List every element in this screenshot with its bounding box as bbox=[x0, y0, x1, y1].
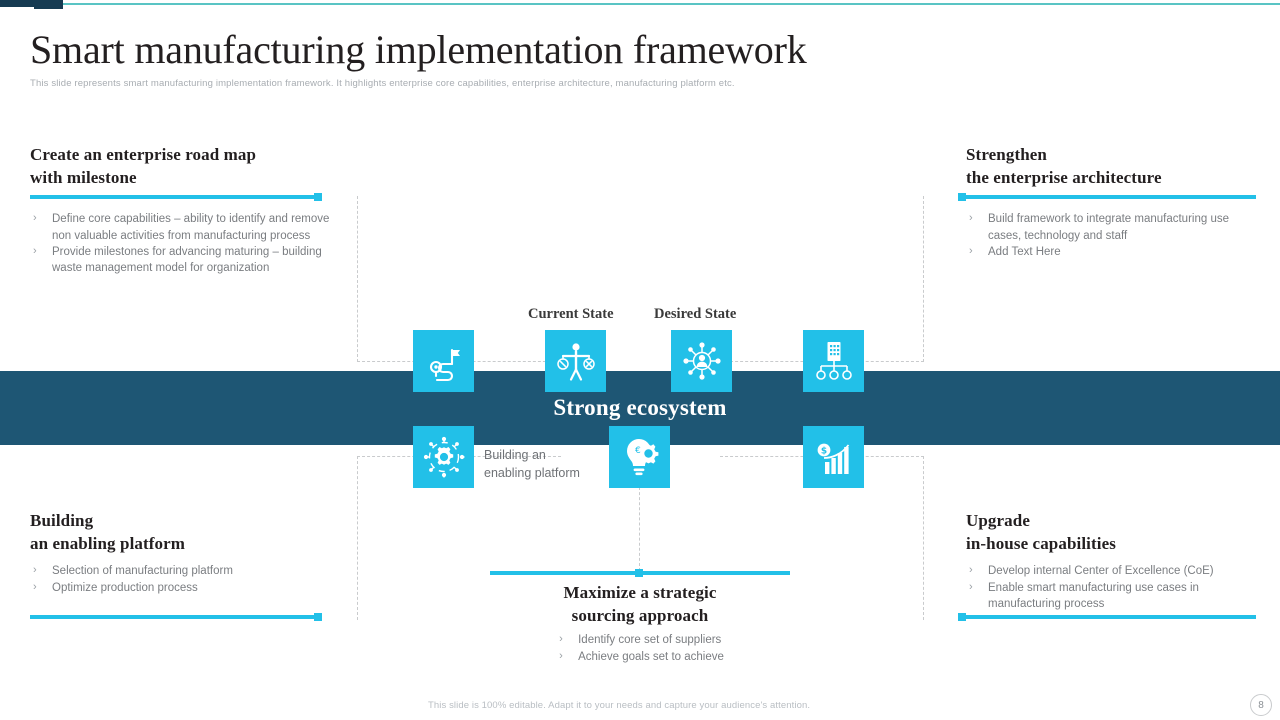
label-desired-state: Desired State bbox=[654, 306, 737, 322]
gear-network-icon[interactable] bbox=[413, 426, 474, 488]
accent-bar-top-right bbox=[962, 195, 1256, 199]
top-rule-navy-left bbox=[0, 0, 63, 7]
block-upgrade-in-house-capabilities: Upgrade in-house capabilities › Develop i… bbox=[966, 510, 1258, 612]
list-item: › Optimize production process bbox=[30, 580, 330, 596]
platform-note: Building an enabling platform bbox=[484, 447, 580, 483]
block-heading: Maximize a strategic sourcing approach bbox=[490, 582, 790, 627]
chevron-right-icon: › bbox=[33, 212, 37, 225]
balance-scale-person-icon[interactable] bbox=[545, 330, 606, 392]
top-rule-navy-accent bbox=[34, 0, 63, 9]
list-item-text: Achieve goals set to achieve bbox=[578, 650, 724, 663]
accent-node-bottom-center bbox=[635, 569, 643, 577]
heading-line-2: with milestone bbox=[30, 167, 137, 187]
org-building-icon[interactable] bbox=[803, 330, 864, 392]
block-building-enabling-platform: Building an enabling platform › Selection… bbox=[30, 510, 330, 596]
lightbulb-gear-icon[interactable]: € bbox=[609, 426, 670, 488]
growth-chart-dollar-icon[interactable]: $ bbox=[803, 426, 864, 488]
bullet-list: › Build framework to integrate manufactur… bbox=[966, 211, 1256, 260]
list-item: › Add Text Here bbox=[966, 244, 1256, 260]
list-item-text: Add Text Here bbox=[988, 245, 1061, 258]
list-item: › Develop internal Center of Excellence (… bbox=[966, 563, 1258, 579]
chevron-right-icon: › bbox=[969, 564, 973, 577]
block-heading: Building an enabling platform bbox=[30, 510, 330, 555]
heading-line-2: an enabling platform bbox=[30, 533, 186, 553]
list-item-text: Identify core set of suppliers bbox=[578, 634, 722, 647]
block-create-enterprise-road-map: Create an enterprise road map with miles… bbox=[30, 144, 330, 277]
list-item: › Achieve goals set to achieve bbox=[556, 649, 724, 665]
accent-node-bottom-right bbox=[958, 613, 966, 621]
platform-note-line1: Building an bbox=[484, 448, 546, 462]
chevron-right-icon: › bbox=[969, 244, 973, 257]
list-item: › Enable smart manufacturing use cases in… bbox=[966, 580, 1258, 613]
bullet-list: › Selection of manufacturing platform › Op… bbox=[30, 563, 330, 596]
chevron-right-icon: › bbox=[559, 649, 563, 662]
list-item-text: Enable smart manufacturing use cases in … bbox=[988, 581, 1199, 610]
chevron-right-icon: › bbox=[969, 212, 973, 225]
block-heading: Upgrade in-house capabilities bbox=[966, 510, 1258, 555]
heading-line-2: the enterprise architecture bbox=[966, 167, 1162, 187]
list-item: › Identify core set of suppliers bbox=[556, 632, 724, 648]
connector-center-vertical bbox=[639, 487, 640, 571]
accent-bar-top-left bbox=[30, 195, 320, 199]
page-number-badge: 8 bbox=[1250, 694, 1272, 716]
heading-line-1: Strengthen bbox=[966, 145, 1047, 164]
accent-node-bottom-left bbox=[314, 613, 322, 621]
chevron-right-icon: › bbox=[33, 564, 37, 577]
chevron-right-icon: › bbox=[559, 633, 563, 646]
list-item-text: Selection of manufacturing platform bbox=[52, 565, 233, 578]
block-strengthen-enterprise-architecture: Strengthen the enterprise architecture ›… bbox=[966, 144, 1256, 260]
svg-text:$: $ bbox=[820, 447, 826, 457]
bullet-list: › Identify core set of suppliers › Achieve… bbox=[556, 632, 724, 665]
heading-line-1: Building bbox=[30, 511, 94, 530]
list-item-text: Develop internal Center of Excellence (C… bbox=[988, 565, 1214, 578]
heading-line-2: sourcing approach bbox=[571, 605, 709, 625]
heading-line-1: Upgrade bbox=[966, 511, 1030, 530]
heading-line-1: Create an enterprise road map bbox=[30, 145, 257, 164]
block-heading: Strengthen the enterprise architecture bbox=[966, 144, 1256, 189]
list-item-text: Define core capabilities – ability to id… bbox=[52, 213, 330, 242]
top-rule-teal bbox=[0, 3, 1280, 5]
accent-bar-bottom-right bbox=[962, 615, 1256, 619]
chevron-right-icon: › bbox=[33, 580, 37, 593]
list-item: › Provide milestones for advancing maturi… bbox=[30, 244, 330, 277]
heading-line-2: in-house capabilities bbox=[966, 533, 1116, 553]
list-item: › Build framework to integrate manufactur… bbox=[966, 211, 1256, 244]
chevron-right-icon: › bbox=[969, 580, 973, 593]
svg-text:€: € bbox=[635, 446, 641, 456]
list-item-text: Optimize production process bbox=[52, 581, 198, 594]
list-item-text: Provide milestones for advancing maturin… bbox=[52, 245, 322, 275]
list-item: › Selection of manufacturing platform bbox=[30, 563, 330, 579]
label-current-state: Current State bbox=[528, 306, 614, 322]
platform-note-line2: enabling platform bbox=[484, 465, 580, 480]
list-item: › Define core capabilities – ability to i… bbox=[30, 211, 330, 244]
footer-note: This slide is 100% editable. Adapt it to… bbox=[428, 700, 811, 711]
heading-line-1: Maximize a strategic bbox=[563, 583, 717, 602]
accent-bar-bottom-left bbox=[30, 615, 320, 619]
page-title: Smart manufacturing implementation frame… bbox=[30, 27, 807, 72]
block-heading: Create an enterprise road map with miles… bbox=[30, 144, 330, 189]
list-item-text: Build framework to integrate manufacturi… bbox=[988, 213, 1229, 242]
bullet-list: › Develop internal Center of Excellence (… bbox=[966, 563, 1258, 612]
chevron-right-icon: › bbox=[33, 244, 37, 257]
block-maximize-strategic-sourcing: Maximize a strategic sourcing approach ›… bbox=[490, 582, 790, 665]
page-subtitle: This slide represents smart manufacturin… bbox=[30, 78, 735, 89]
accent-node-top-left bbox=[314, 193, 322, 201]
ecosystem-banner-label: Strong ecosystem bbox=[553, 395, 727, 420]
network-person-icon[interactable] bbox=[671, 330, 732, 392]
roadmap-flag-icon[interactable] bbox=[413, 330, 474, 392]
accent-node-top-right bbox=[958, 193, 966, 201]
bullet-list: › Define core capabilities – ability to i… bbox=[30, 211, 330, 276]
